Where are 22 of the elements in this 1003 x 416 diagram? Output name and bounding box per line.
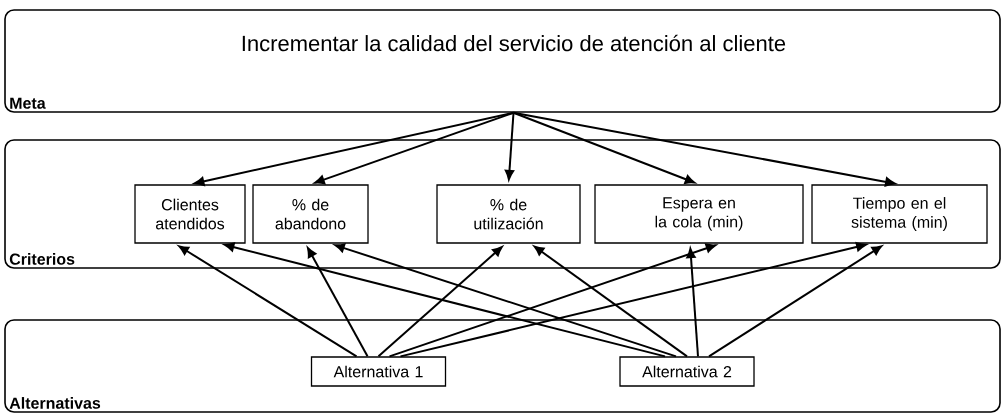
arrow [388,243,717,358]
arrow [533,245,688,358]
criterion-box: Clientes atendidos [134,184,246,244]
level-band: Incrementar la calidad del servicio de atención al cliente Meta [4,9,1001,113]
criterion-box: % de abandono [252,184,369,244]
arrow [512,111,696,184]
arrow [399,242,867,358]
arrow [178,245,358,358]
arrow [377,246,503,358]
alternative-box: Alternativa 1 [310,356,447,387]
criterion-box: % de utilización [436,184,581,244]
arrow [314,111,515,185]
arrow [224,242,666,358]
criterion-box: Espera en la cola (min) [594,184,804,244]
alternative-box: Alternativa 2 [619,356,755,387]
arrow [334,243,677,358]
criterion-box: Tiempo en el sistema (min) [811,184,988,244]
arrow [708,245,883,358]
arrow [512,111,896,187]
arrow [686,247,699,358]
arrow [504,111,515,181]
arrow [307,247,369,358]
